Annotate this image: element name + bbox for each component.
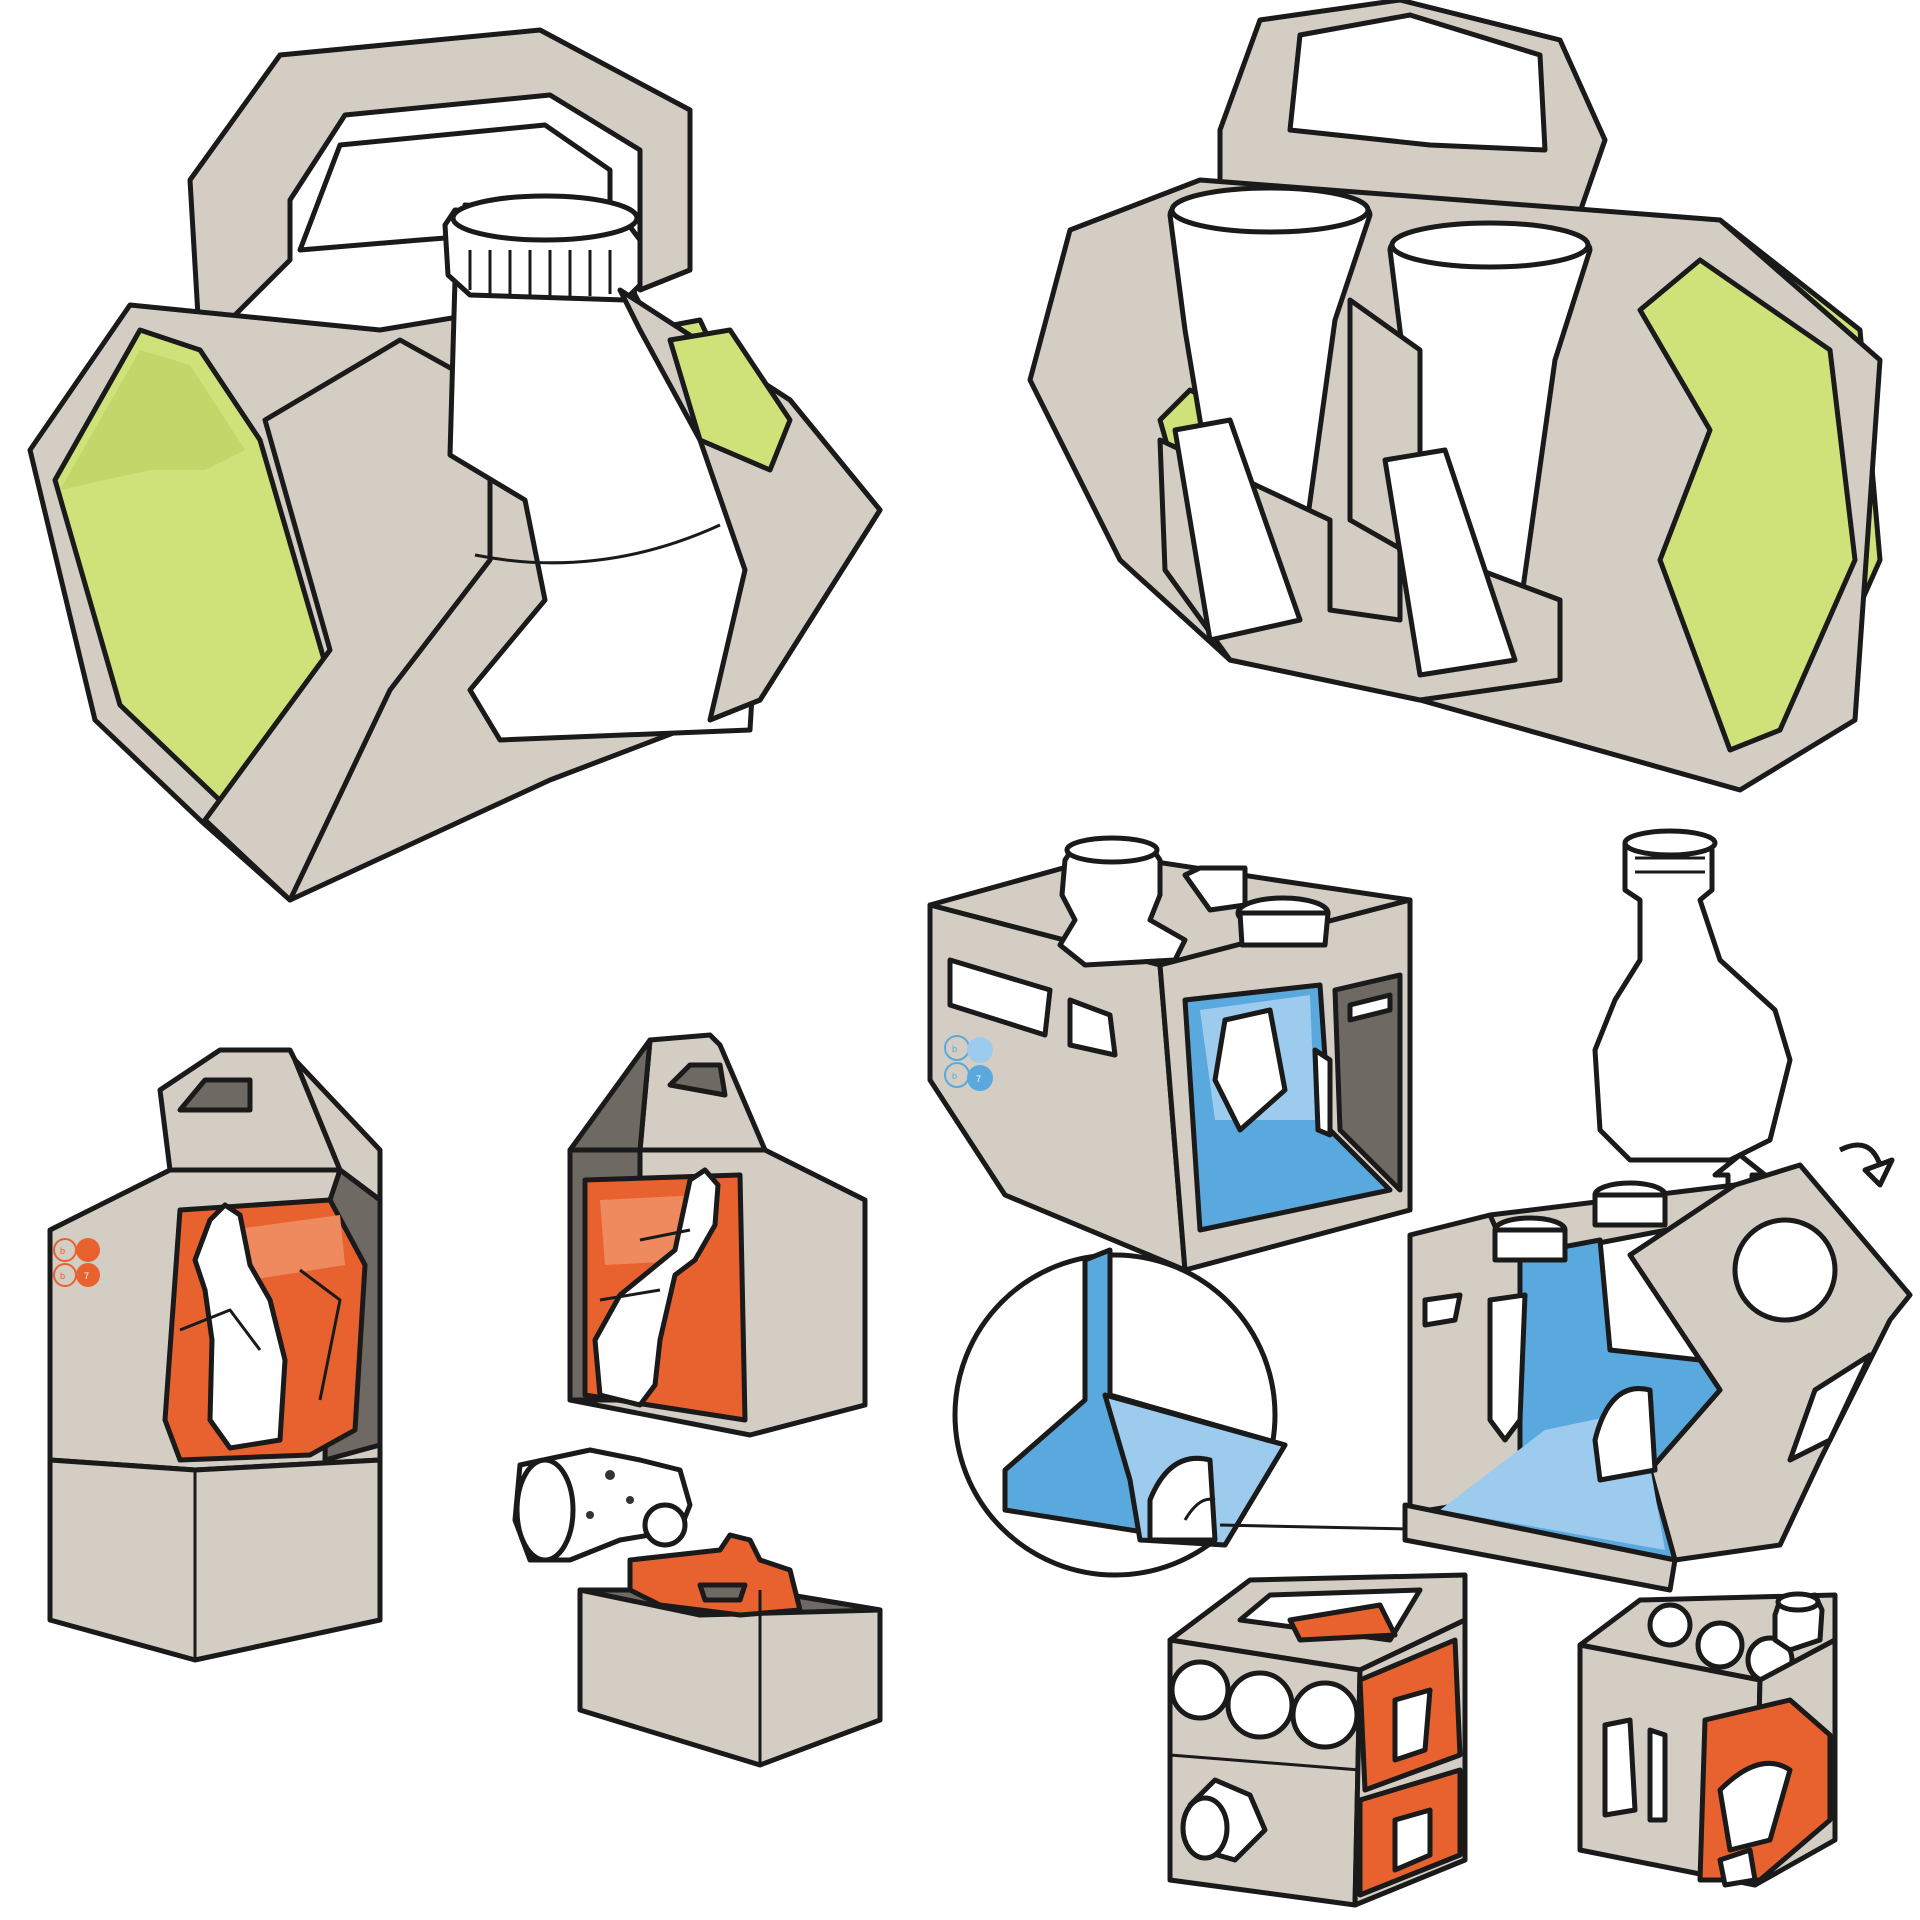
carrier-handle xyxy=(187,27,693,353)
bottle xyxy=(1592,832,1793,1163)
logo-letter-bottom: b xyxy=(952,1071,957,1081)
handle-hole xyxy=(1287,12,1548,153)
carrier-front-panel xyxy=(202,337,493,903)
orange-insert-base xyxy=(627,1532,803,1618)
green-hexagonal-carrier-two-glasses xyxy=(1027,0,1883,793)
green-hexagonal-carrier-one-bottle xyxy=(27,27,883,903)
logo-letter-top: b xyxy=(60,1246,65,1256)
blue-box-open-with-removed-bottle xyxy=(1402,1162,1913,1593)
bottle xyxy=(592,1167,721,1408)
green-window-left xyxy=(52,327,333,813)
logo-mark: 7 xyxy=(976,1074,981,1084)
tower-base xyxy=(47,1457,383,1663)
orange-tower-carrier-closed: b b 7 xyxy=(47,1047,383,1663)
brand-logo: b b 7 xyxy=(53,1238,100,1287)
brand-logo: b b 7 xyxy=(944,1035,993,1091)
orange-tower-carrier-exploded xyxy=(512,1032,883,1768)
rotate-arrow-icon xyxy=(1838,1142,1883,1166)
orange-cube-carrier-b xyxy=(1577,1591,1838,1888)
removed-bottle xyxy=(1592,828,1895,1203)
blue-four-bottle-box: b b 7 xyxy=(927,835,1413,1273)
logo-mark: 7 xyxy=(84,1271,89,1281)
logo-letter-top: b xyxy=(952,1044,957,1054)
blue-divider-insert-detail xyxy=(952,1247,1477,1578)
bottle xyxy=(192,1202,288,1451)
logo-letter-bottom: b xyxy=(60,1271,65,1281)
orange-cube-carrier-a xyxy=(1167,1572,1468,1908)
